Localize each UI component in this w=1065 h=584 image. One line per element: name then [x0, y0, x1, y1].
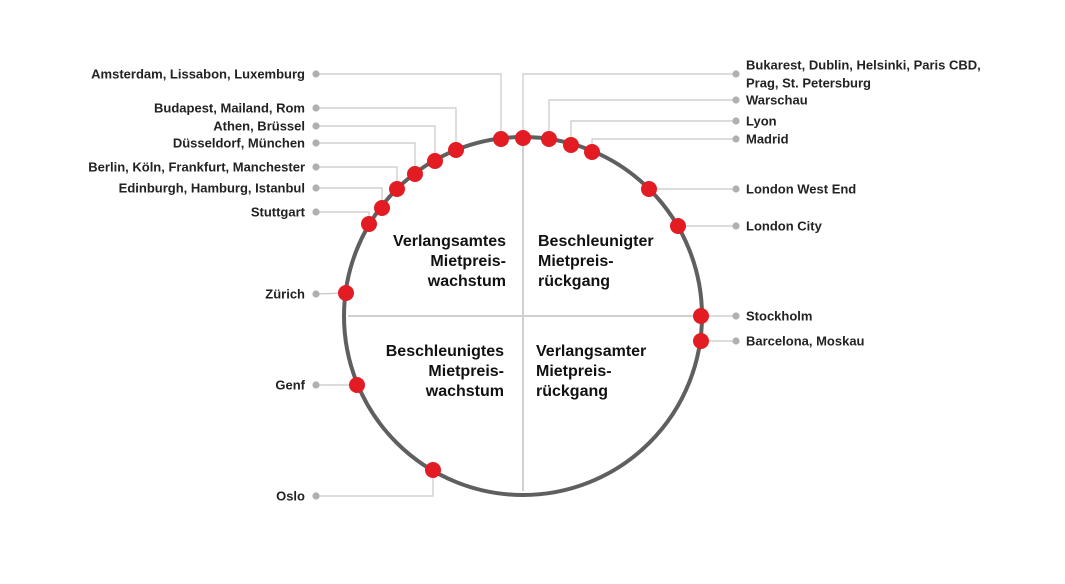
city-marker-stockholm: [693, 308, 709, 324]
quadrant-label-bottom-left-line-2: Mietpreis-: [428, 363, 504, 380]
city-marker-genf: [349, 377, 365, 393]
leader-dot-london-west-end: [732, 185, 740, 193]
city-label-athen-brüssel: Athen, Brüssel: [213, 119, 305, 134]
leader-dot-budapest-mailand-rom: [312, 104, 320, 112]
city-label-barcelona-moskau: Barcelona, Moskau: [746, 334, 865, 349]
leader-line-budapest-mailand-rom: [316, 107, 457, 150]
leader-dot-barcelona-moskau: [732, 337, 740, 345]
city-label-lyon: Lyon: [746, 114, 777, 129]
leader-dot-zürich: [312, 290, 320, 298]
quadrant-label-bottom-right-line-1: Verlangsamter: [536, 343, 646, 360]
quadrant-label-top-left-line-2: Mietpreis-: [430, 253, 506, 270]
leader-dot-stuttgart: [312, 208, 320, 216]
leader-dot-amsterdam-lissabon-luxemburg: [312, 70, 320, 78]
quadrant-label-bottom-right-line-3: rückgang: [536, 383, 608, 400]
city-marker-budapest-mailand-rom: [448, 142, 464, 158]
city-marker-berlin-köln-frankfurt-manchester: [389, 181, 405, 197]
leader-dot-genf: [312, 381, 320, 389]
city-label-berlin-köln-frankfurt-manchester: Berlin, Köln, Frankfurt, Manchester: [88, 160, 305, 175]
city-label-stuttgart: Stuttgart: [251, 205, 306, 220]
city-label-madrid: Madrid: [746, 132, 789, 147]
quadrant-label-top-right-line-3: rückgang: [538, 273, 610, 290]
leader-dot-stockholm: [732, 312, 740, 320]
city-marker-lyon: [563, 137, 579, 153]
quadrant-label-top-right-line-2: Mietpreis-: [538, 253, 614, 270]
city-label-bukarest-dublin-helsinki-paris-cbd-line-2: Prag, St. Petersburg: [746, 76, 871, 91]
leader-dot-bukarest-dublin-helsinki-paris-cbd: [732, 70, 740, 78]
city-label-edinburgh-hamburg-istanbul: Edinburgh, Hamburg, Istanbul: [119, 181, 305, 196]
city-label-stockholm: Stockholm: [746, 309, 812, 324]
leader-line-madrid: [591, 138, 736, 152]
city-label-london-city: London City: [746, 219, 823, 234]
leader-line-athen-brüssel: [316, 125, 436, 161]
city-marker-edinburgh-hamburg-istanbul: [374, 200, 390, 216]
city-marker-zürich: [338, 285, 354, 301]
leader-line-lyon: [570, 120, 736, 145]
leader-dot-berlin-köln-frankfurt-manchester: [312, 163, 320, 171]
leader-dot-oslo: [312, 492, 320, 500]
city-marker-bukarest-dublin-helsinki-paris-cbd: [515, 130, 531, 146]
city-label-london-west-end: London West End: [746, 182, 856, 197]
city-marker-oslo: [425, 462, 441, 478]
city-marker-athen-brüssel: [427, 153, 443, 169]
leader-dot-madrid: [732, 135, 740, 143]
leader-line-amsterdam-lissabon-luxemburg: [316, 73, 502, 139]
city-marker-amsterdam-lissabon-luxemburg: [493, 131, 509, 147]
leader-line-warschau: [548, 99, 736, 139]
quadrant-label-top-left-line-1: Verlangsamtes: [393, 233, 506, 250]
quadrant-axes: [348, 141, 698, 491]
quadrant-labels: VerlangsamtesMietpreis-wachstumBeschleun…: [386, 233, 654, 400]
city-label-düsseldorf-münchen: Düsseldorf, München: [173, 136, 305, 151]
city-marker-london-west-end: [641, 181, 657, 197]
city-label-oslo: Oslo: [276, 489, 305, 504]
quadrant-label-bottom-left-line-1: Beschleunigtes: [386, 343, 504, 360]
city-marker-barcelona-moskau: [693, 333, 709, 349]
leader-line-edinburgh-hamburg-istanbul: [316, 187, 383, 208]
leader-line-düsseldorf-münchen: [316, 142, 416, 174]
leader-line-bukarest-dublin-helsinki-paris-cbd: [522, 73, 736, 138]
city-label-amsterdam-lissabon-luxemburg: Amsterdam, Lissabon, Luxemburg: [91, 67, 305, 82]
city-marker-madrid: [584, 144, 600, 160]
leader-line-berlin-köln-frankfurt-manchester: [316, 166, 398, 189]
city-label-warschau: Warschau: [746, 93, 808, 108]
city-label-bukarest-dublin-helsinki-paris-cbd-line-1: Bukarest, Dublin, Helsinki, Paris CBD,: [746, 58, 981, 73]
city-labels: Amsterdam, Lissabon, LuxemburgBudapest, …: [88, 58, 981, 504]
city-marker-düsseldorf-münchen: [407, 166, 423, 182]
leader-line-oslo: [316, 470, 434, 497]
city-marker-stuttgart: [361, 216, 377, 232]
city-marker-warschau: [541, 131, 557, 147]
leader-dot-lyon: [732, 117, 740, 125]
quadrant-label-top-left-line-3: wachstum: [427, 273, 506, 290]
leader-dot-warschau: [732, 96, 740, 104]
quadrant-label-bottom-right-line-2: Mietpreis-: [536, 363, 612, 380]
quadrant-label-bottom-left-line-3: wachstum: [425, 383, 504, 400]
leader-dot-düsseldorf-münchen: [312, 139, 320, 147]
quadrant-label-top-right-line-1: Beschleunigter: [538, 233, 654, 250]
city-label-budapest-mailand-rom: Budapest, Mailand, Rom: [154, 101, 305, 116]
city-markers: [338, 130, 709, 478]
city-marker-london-city: [670, 218, 686, 234]
leader-dot-athen-brüssel: [312, 122, 320, 130]
leader-dot-edinburgh-hamburg-istanbul: [312, 184, 320, 192]
city-label-genf: Genf: [275, 378, 305, 393]
city-label-zürich: Zürich: [265, 287, 305, 302]
leader-dot-london-city: [732, 222, 740, 230]
leader-line-stuttgart: [316, 211, 370, 224]
